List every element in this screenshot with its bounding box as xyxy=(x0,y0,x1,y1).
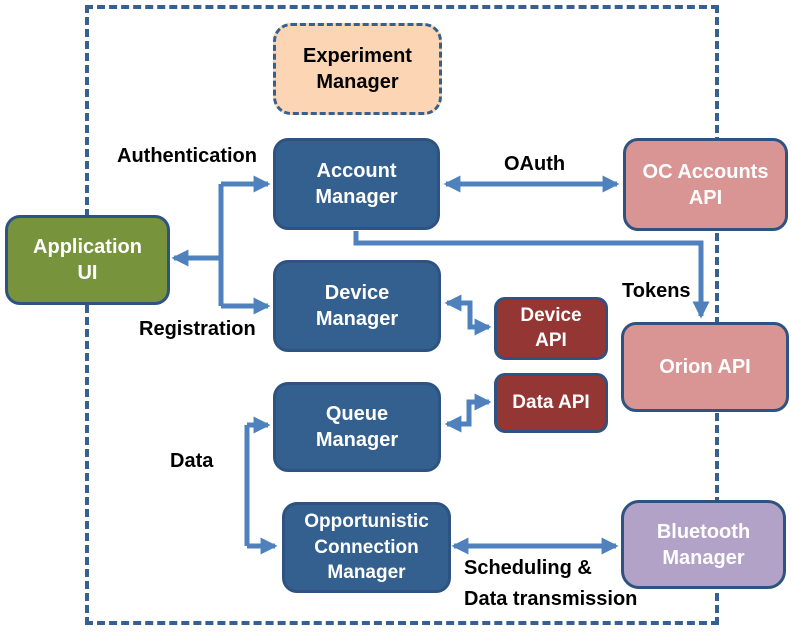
bluetooth-manager-box: Bluetooth Manager xyxy=(621,500,786,589)
oauth-label: OAuth xyxy=(504,153,566,175)
opportunistic-connection-manager-box: Opportunistic Connection Manager xyxy=(282,502,451,593)
arrow-data-api xyxy=(444,393,492,433)
data-api-box: Data API xyxy=(494,373,608,433)
device-api-box: Device API xyxy=(494,297,608,360)
system-boundary-frame xyxy=(85,5,719,625)
oc-accounts-api-box: OC Accounts API xyxy=(623,138,788,231)
authentication-label: Authentication xyxy=(117,145,257,167)
orion-api-box: Orion API xyxy=(621,322,789,412)
device-manager-box: Device Manager xyxy=(273,260,441,352)
tokens-label: Tokens xyxy=(622,280,691,302)
scheduling-label: Scheduling & Data transmission xyxy=(464,557,638,610)
application-ui-box: Application UI xyxy=(5,215,170,305)
data-label: Data xyxy=(170,450,214,472)
account-manager-box: Account Manager xyxy=(273,138,440,230)
arrow-tokens xyxy=(353,231,710,319)
experiment-manager-box: Experiment Manager xyxy=(273,23,442,115)
registration-label: Registration xyxy=(139,318,256,340)
arrow-device-api xyxy=(444,294,492,336)
queue-manager-box: Queue Manager xyxy=(273,382,441,472)
